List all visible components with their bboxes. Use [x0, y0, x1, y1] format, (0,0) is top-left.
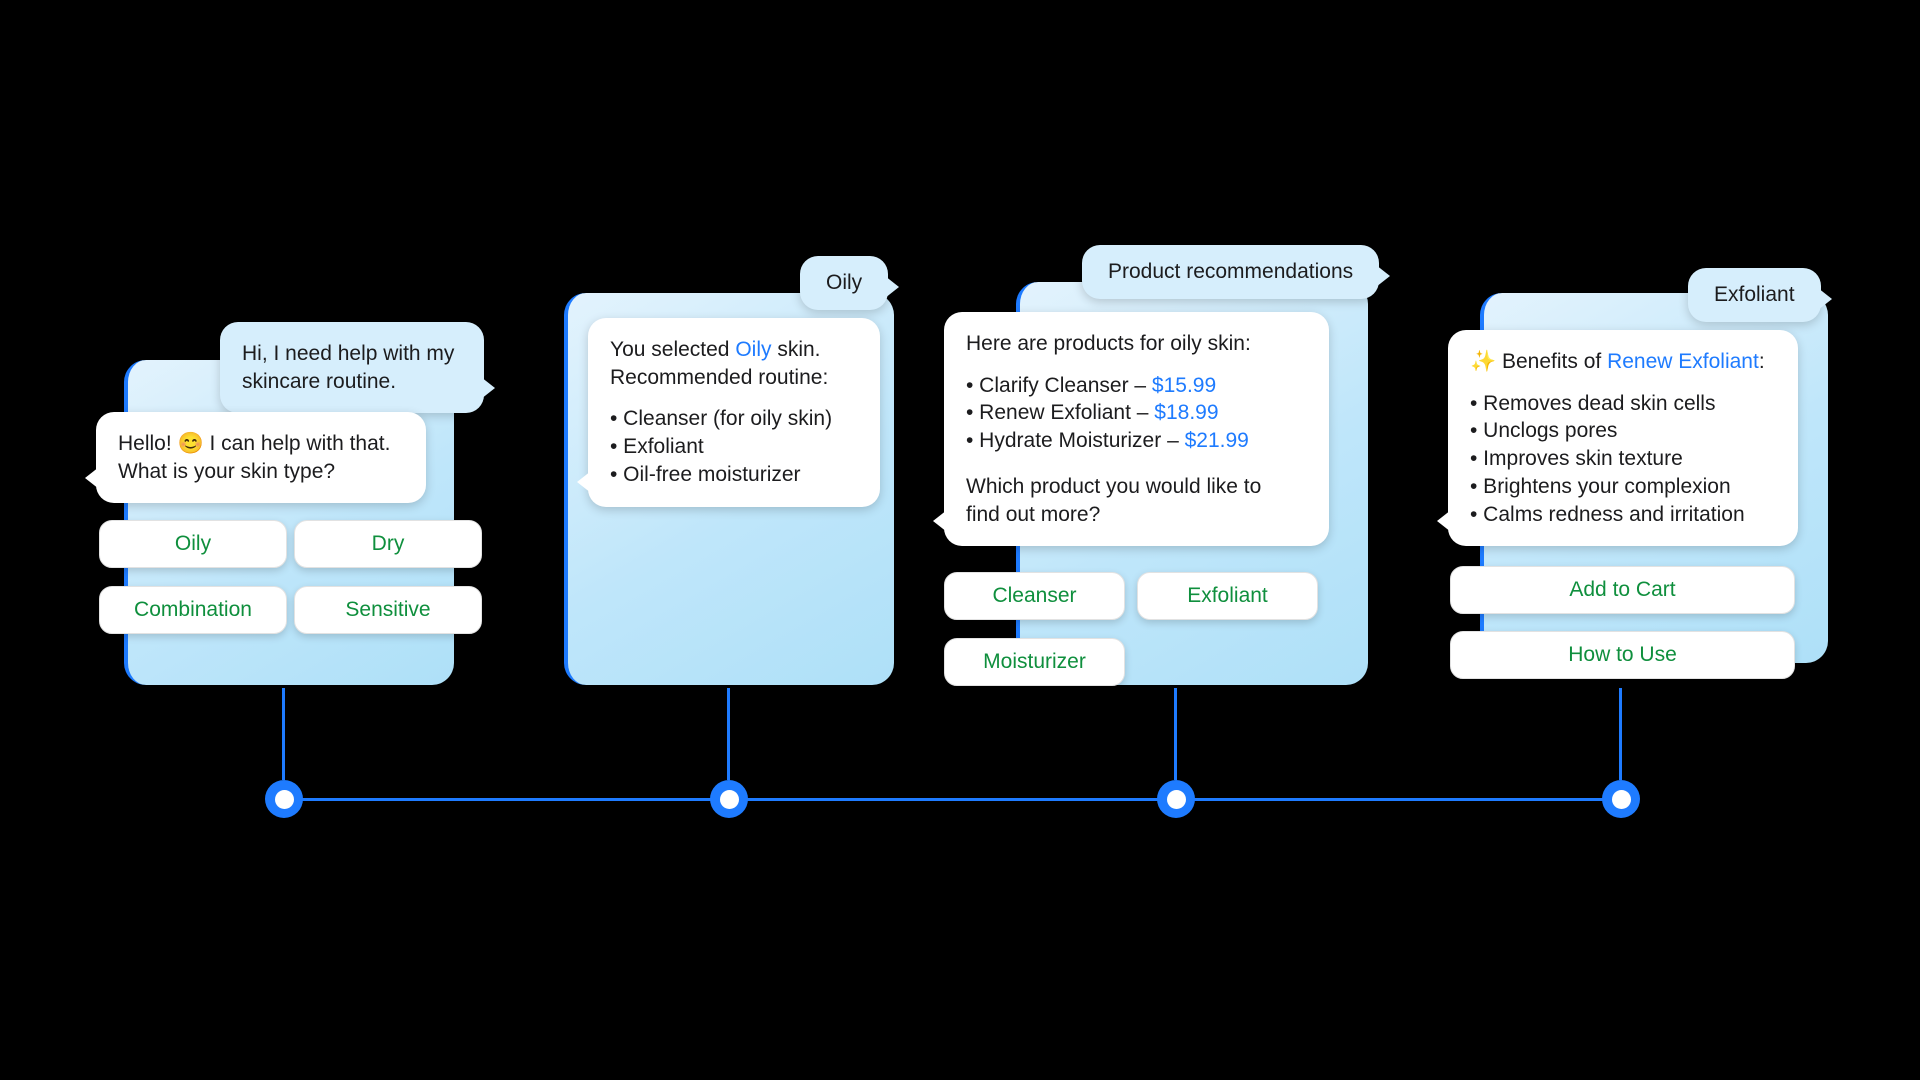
chip-label: Exfoliant	[1714, 283, 1795, 306]
bot-message-bubble-step-4: ✨ Benefits of Renew Exfoliant: • Removes…	[1437, 330, 1798, 547]
option-button-add-to-cart[interactable]: Add to Cart	[1450, 566, 1795, 614]
bot-question-line-1: Which product you would like to	[966, 474, 1262, 498]
product-name: • Hydrate Moisturizer –	[966, 429, 1185, 453]
timeline-connector-line	[284, 798, 1639, 801]
option-label: Exfoliant	[1187, 584, 1268, 607]
selected-skin-type: Oily	[735, 338, 772, 361]
user-message-bubble-step-1: Hi, I need help with my skincare routine…	[220, 322, 495, 414]
bot-question-line-2: find out more?	[966, 502, 1101, 526]
bubble-tail-icon	[885, 275, 900, 298]
routine-bullet: • Cleanser (for oily skin)	[610, 407, 833, 431]
benefit-item: • Improves skin texture	[1470, 447, 1683, 471]
bot-message-text: Hello! 😊 I can help with that. What is y…	[118, 432, 391, 483]
bubble-tail-icon	[1817, 287, 1832, 310]
option-button-combination[interactable]: Combination	[99, 586, 287, 634]
chip-label: Oily	[826, 271, 863, 294]
product-price: $18.99	[1154, 401, 1219, 425]
benefits-heading: ✨ Benefits of Renew Exfoliant:	[1470, 350, 1765, 373]
bubble-tail-icon	[1437, 510, 1451, 533]
option-button-how-to-use[interactable]: How to Use	[1450, 631, 1795, 679]
chip-label: Product recommendations	[1108, 260, 1354, 283]
bubble-tail-icon	[577, 470, 591, 493]
benefit-item: • Removes dead skin cells	[1470, 391, 1716, 415]
selection-chip-step-3: Product recommendations	[1082, 245, 1391, 299]
benefit-item: • Calms redness and irritation	[1470, 502, 1745, 526]
option-label: Combination	[134, 598, 252, 621]
benefits-list: • Removes dead skin cells • Unclogs pore…	[1470, 390, 1776, 529]
timeline-stem	[282, 688, 285, 780]
routine-bullet-list: • Cleanser (for oily skin) • Exfoliant •…	[610, 405, 858, 488]
timeline-dot-icon[interactable]	[1602, 780, 1640, 818]
timeline-node-step-2[interactable]	[710, 688, 748, 818]
bubble-tail-icon	[933, 510, 947, 533]
timeline-stem	[1174, 688, 1177, 780]
product-price: $21.99	[1184, 429, 1249, 453]
products-heading: Here are products for oily skin:	[966, 332, 1251, 355]
option-button-sensitive[interactable]: Sensitive	[294, 586, 482, 634]
product-name: • Renew Exfoliant –	[966, 401, 1155, 425]
option-label: Cleanser	[992, 584, 1077, 607]
bot-message-bubble-step-3: Here are products for oily skin: • Clari…	[933, 312, 1329, 547]
bubble-tail-icon	[1376, 264, 1391, 287]
product-price: $15.99	[1151, 373, 1217, 397]
bot-selection-line: You selected Oily skin.	[610, 338, 821, 361]
option-button-cleanser[interactable]: Cleanser	[944, 572, 1125, 620]
bubble-tail-icon	[481, 377, 495, 400]
timeline-dot-icon[interactable]	[710, 780, 748, 818]
bot-message-bubble-step-1: Hello! 😊 I can help with that. What is y…	[85, 412, 426, 504]
option-label: Moisturizer	[983, 650, 1086, 673]
timeline-dot-icon[interactable]	[1157, 780, 1195, 818]
user-message-text: Hi, I need help with my skincare routine…	[242, 342, 455, 393]
routine-bullet: • Exfoliant	[610, 435, 704, 459]
benefit-item: • Brightens your complexion	[1470, 474, 1731, 498]
product-name-highlight: Renew Exfoliant	[1607, 350, 1759, 373]
timeline-stem	[1619, 688, 1622, 780]
selection-chip-step-4: Exfoliant	[1688, 268, 1832, 322]
option-label: Sensitive	[345, 598, 431, 621]
bot-message-bubble-step-2: You selected Oily skin. Recommended rout…	[577, 318, 880, 507]
product-list: • Clarify Cleanser – $15.99 • Renew Exfo…	[966, 372, 1307, 455]
timeline-dot-icon[interactable]	[265, 780, 303, 818]
sparkle-icon: ✨	[1470, 350, 1497, 373]
option-button-exfoliant[interactable]: Exfoliant	[1137, 572, 1318, 620]
timeline-node-step-4[interactable]	[1602, 688, 1640, 818]
routine-bullet: • Oil-free moisturizer	[610, 462, 801, 486]
option-button-oily[interactable]: Oily	[99, 520, 287, 568]
option-label: How to Use	[1568, 643, 1677, 666]
timeline-stem	[727, 688, 730, 780]
product-item: • Hydrate Moisturizer – $21.99	[966, 427, 1307, 455]
timeline-node-step-3[interactable]	[1157, 688, 1195, 818]
bubble-tail-icon	[85, 467, 99, 490]
timeline-node-step-1[interactable]	[265, 688, 303, 818]
product-item: • Clarify Cleanser – $15.99	[966, 372, 1307, 400]
option-button-moisturizer[interactable]: Moisturizer	[944, 638, 1125, 686]
product-name: • Clarify Cleanser –	[966, 373, 1152, 397]
product-item: • Renew Exfoliant – $18.99	[966, 399, 1307, 427]
option-label: Oily	[174, 532, 212, 555]
benefit-item: • Unclogs pores	[1470, 419, 1618, 443]
option-button-dry[interactable]: Dry	[294, 520, 482, 568]
option-label: Dry	[371, 532, 405, 555]
bot-routine-heading: Recommended routine:	[610, 365, 829, 389]
option-label: Add to Cart	[1569, 578, 1676, 601]
selection-chip-step-2: Oily	[800, 256, 900, 310]
